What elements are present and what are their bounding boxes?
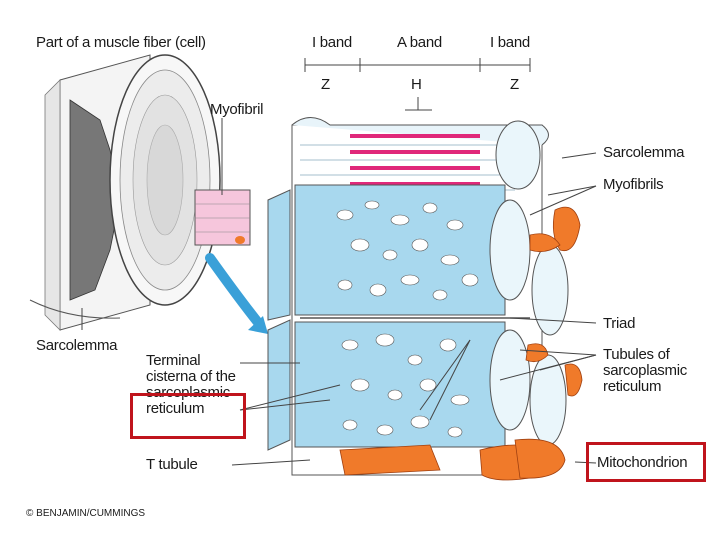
leader-lines bbox=[81, 118, 597, 466]
myofilament bbox=[350, 134, 480, 138]
myofilament bbox=[350, 166, 480, 170]
zoom-arrow bbox=[205, 253, 265, 330]
reticulum-pores bbox=[336, 200, 479, 438]
tubules-label: Tubules of sarcoplasmic reticulum bbox=[603, 346, 687, 395]
mitochondria bbox=[339, 206, 583, 481]
mitochondrion-highlight bbox=[586, 442, 706, 482]
myofilament bbox=[350, 150, 480, 154]
h-zone-label: H bbox=[411, 76, 422, 93]
z-left-label: Z bbox=[321, 76, 330, 93]
muscle-fiber-illustration bbox=[29, 54, 221, 331]
myofibrils-label: Myofibrils bbox=[603, 176, 664, 193]
terminal-cisterna-label: Terminal cisterna of the sarcoplasmic re… bbox=[146, 352, 236, 417]
myofibril-label: Myofibril bbox=[210, 101, 264, 118]
copyright-credit: © BENJAMIN/CUMMINGS bbox=[26, 508, 146, 519]
sarcoplasmic-reticulum-highlight bbox=[130, 393, 246, 439]
t-tubule-label: T tubule bbox=[146, 456, 198, 473]
a-band-label: A band bbox=[397, 34, 442, 51]
mitochondrion-label: Mitochondrion bbox=[597, 454, 688, 471]
myofibril-extract bbox=[194, 189, 251, 246]
i-band-right-label: I band bbox=[490, 34, 530, 51]
triad-label: Triad bbox=[603, 315, 636, 332]
sarcolemma-left-label: Sarcolemma bbox=[36, 337, 118, 354]
sarcoplasmic-reticulum-upper bbox=[294, 184, 506, 316]
myofibril-cylinders bbox=[489, 120, 569, 446]
z-right-label: Z bbox=[510, 76, 519, 93]
i-band-left-label: I band bbox=[312, 34, 352, 51]
sarcomere-block bbox=[267, 117, 583, 481]
muscle-fiber-label: Part of a muscle fiber (cell) bbox=[36, 34, 206, 51]
band-brackets bbox=[304, 58, 531, 111]
sarcolemma-right-label: Sarcolemma bbox=[603, 144, 685, 161]
myofilament bbox=[350, 182, 480, 186]
sarcoplasmic-reticulum-lower bbox=[294, 321, 506, 448]
